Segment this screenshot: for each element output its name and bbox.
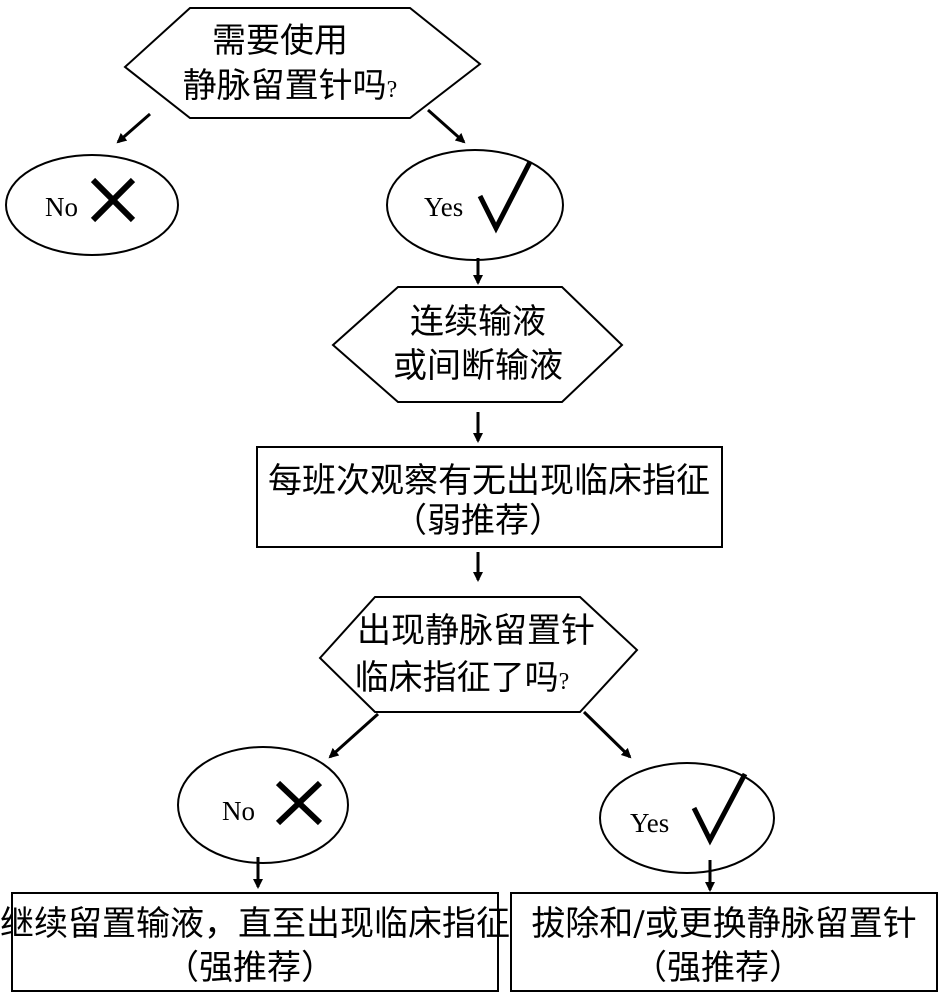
arrow-decision1-yes [427,108,466,144]
check-icon [477,160,533,234]
answer2-no-label: No [222,796,255,826]
cross-icon-stroke2 [90,177,136,223]
continue-line2: （强推荐） [165,948,335,988]
observe-line2: （弱推荐） [393,501,563,541]
infusion-line1: 连续输液 [410,302,546,342]
answer2-no-ellipse [177,746,349,864]
observe-signs-box [256,446,723,548]
decision1-line2: 静脉留置针吗? [183,66,398,106]
cross-icon-2-stroke2 [275,780,323,826]
decision-clinical-signs [318,596,639,713]
answer1-yes-ellipse [386,149,564,261]
infusion-type-hexagon [331,286,624,403]
answer2-yes-label: Yes [630,808,669,838]
continue-infusion-box [11,892,499,992]
decision2-line2: 临床指征了吗? [355,658,570,698]
answer1-yes-label: Yes [424,192,463,222]
decision-use-indwelling-needle [123,7,482,119]
decision2-line1: 出现静脉留置针 [357,611,595,651]
answer1-no-ellipse [5,154,179,256]
remove-replace-box [510,892,938,992]
arrow-decision1-no [116,112,151,144]
infusion-line2: 或间断输液 [393,346,563,386]
continue-line1: 继续留置输液，直至出现临床指征 [0,904,510,944]
arrow-decision2-no [328,712,380,759]
check-icon-2 [691,772,748,846]
answer2-yes-ellipse [599,762,775,874]
decision1-line1: 需要使用 [212,21,348,61]
observe-line1: 每班次观察有无出现临床指征 [268,461,710,501]
remove-line1: 拔除和/或更换静脉留置针 [531,904,916,944]
answer1-no-label: No [45,192,78,222]
arrow-decision2-yes [582,710,632,759]
remove-line2: （强推荐） [633,948,803,988]
